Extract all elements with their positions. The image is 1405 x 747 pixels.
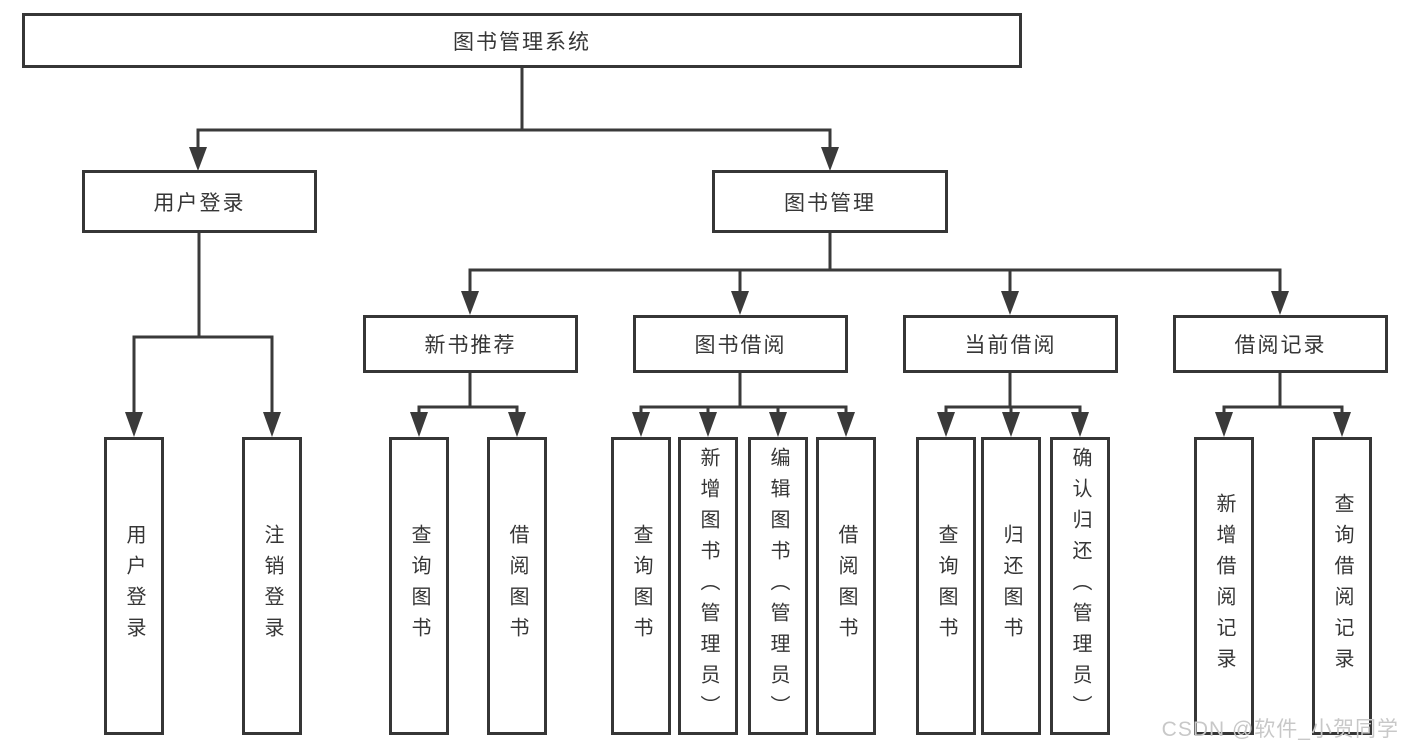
leaf-current-confirm-return-admin: 确认归还（管理员） — [1050, 437, 1110, 735]
node-new-book-recommendation-label: 新书推荐 — [424, 334, 517, 357]
leaf-borrow-edit-books-admin: 编辑图书（管理员） — [748, 437, 808, 735]
leaf-user-login-label: 用户登录 — [123, 524, 145, 648]
leaf-borrow-add-books-admin-label: 新增图书（管理员） — [697, 446, 719, 726]
connector-records-children — [1215, 373, 1351, 437]
leaf-current-query-books-label: 查询图书 — [935, 524, 957, 648]
node-library-management-system-label: 图书管理系统 — [453, 30, 591, 54]
leaf-user-login: 用户登录 — [104, 437, 164, 735]
leaf-borrow-query-books: 查询图书 — [611, 437, 671, 735]
leaf-current-return-books-label: 归还图书 — [1000, 524, 1022, 648]
leaf-rec-query-books: 查询图书 — [389, 437, 449, 735]
node-user-login-label: 用户登录 — [153, 191, 246, 215]
connector-user-login-children — [125, 233, 281, 437]
leaf-records-add-record: 新增借阅记录 — [1194, 437, 1254, 735]
leaf-rec-borrow-books-label: 借阅图书 — [506, 524, 528, 648]
node-current-borrowing: 当前借阅 — [903, 315, 1118, 373]
leaf-logout-label: 注销登录 — [261, 524, 283, 648]
connector-current-children — [937, 373, 1089, 437]
node-book-borrowing-label: 图书借阅 — [694, 334, 787, 357]
leaf-records-query-record: 查询借阅记录 — [1312, 437, 1372, 735]
connector-new-rec-children — [410, 373, 526, 437]
node-borrowing-records: 借阅记录 — [1173, 315, 1388, 373]
leaf-records-add-record-label: 新增借阅记录 — [1213, 493, 1235, 679]
leaf-logout: 注销登录 — [242, 437, 302, 735]
leaf-borrow-borrow-books: 借阅图书 — [816, 437, 876, 735]
leaf-rec-borrow-books: 借阅图书 — [487, 437, 547, 735]
leaf-borrow-query-books-label: 查询图书 — [630, 524, 652, 648]
watermark: CSDN @软件_小贺同学 — [1161, 718, 1399, 741]
node-borrowing-records-label: 借阅记录 — [1234, 334, 1327, 357]
leaf-borrow-edit-books-admin-label: 编辑图书（管理员） — [767, 446, 789, 726]
leaf-borrow-borrow-books-label: 借阅图书 — [835, 524, 857, 648]
leaf-borrow-add-books-admin: 新增图书（管理员） — [678, 437, 738, 735]
connector-book-mgmt-children — [461, 233, 1289, 315]
leaf-rec-query-books-label: 查询图书 — [408, 524, 430, 648]
connector-borrow-children — [632, 373, 855, 437]
leaf-current-query-books: 查询图书 — [916, 437, 976, 735]
leaf-current-confirm-return-admin-label: 确认归还（管理员） — [1069, 446, 1091, 726]
node-book-management-label: 图书管理 — [784, 191, 876, 215]
leaf-records-query-record-label: 查询借阅记录 — [1331, 493, 1353, 679]
node-book-management: 图书管理 — [712, 170, 948, 233]
leaf-current-return-books: 归还图书 — [981, 437, 1041, 735]
node-library-management-system: 图书管理系统 — [22, 13, 1022, 68]
node-current-borrowing-label: 当前借阅 — [964, 334, 1057, 357]
node-new-book-recommendation: 新书推荐 — [363, 315, 578, 373]
node-user-login: 用户登录 — [82, 170, 317, 233]
connector-root-to-level2 — [189, 68, 839, 171]
node-book-borrowing: 图书借阅 — [633, 315, 848, 373]
